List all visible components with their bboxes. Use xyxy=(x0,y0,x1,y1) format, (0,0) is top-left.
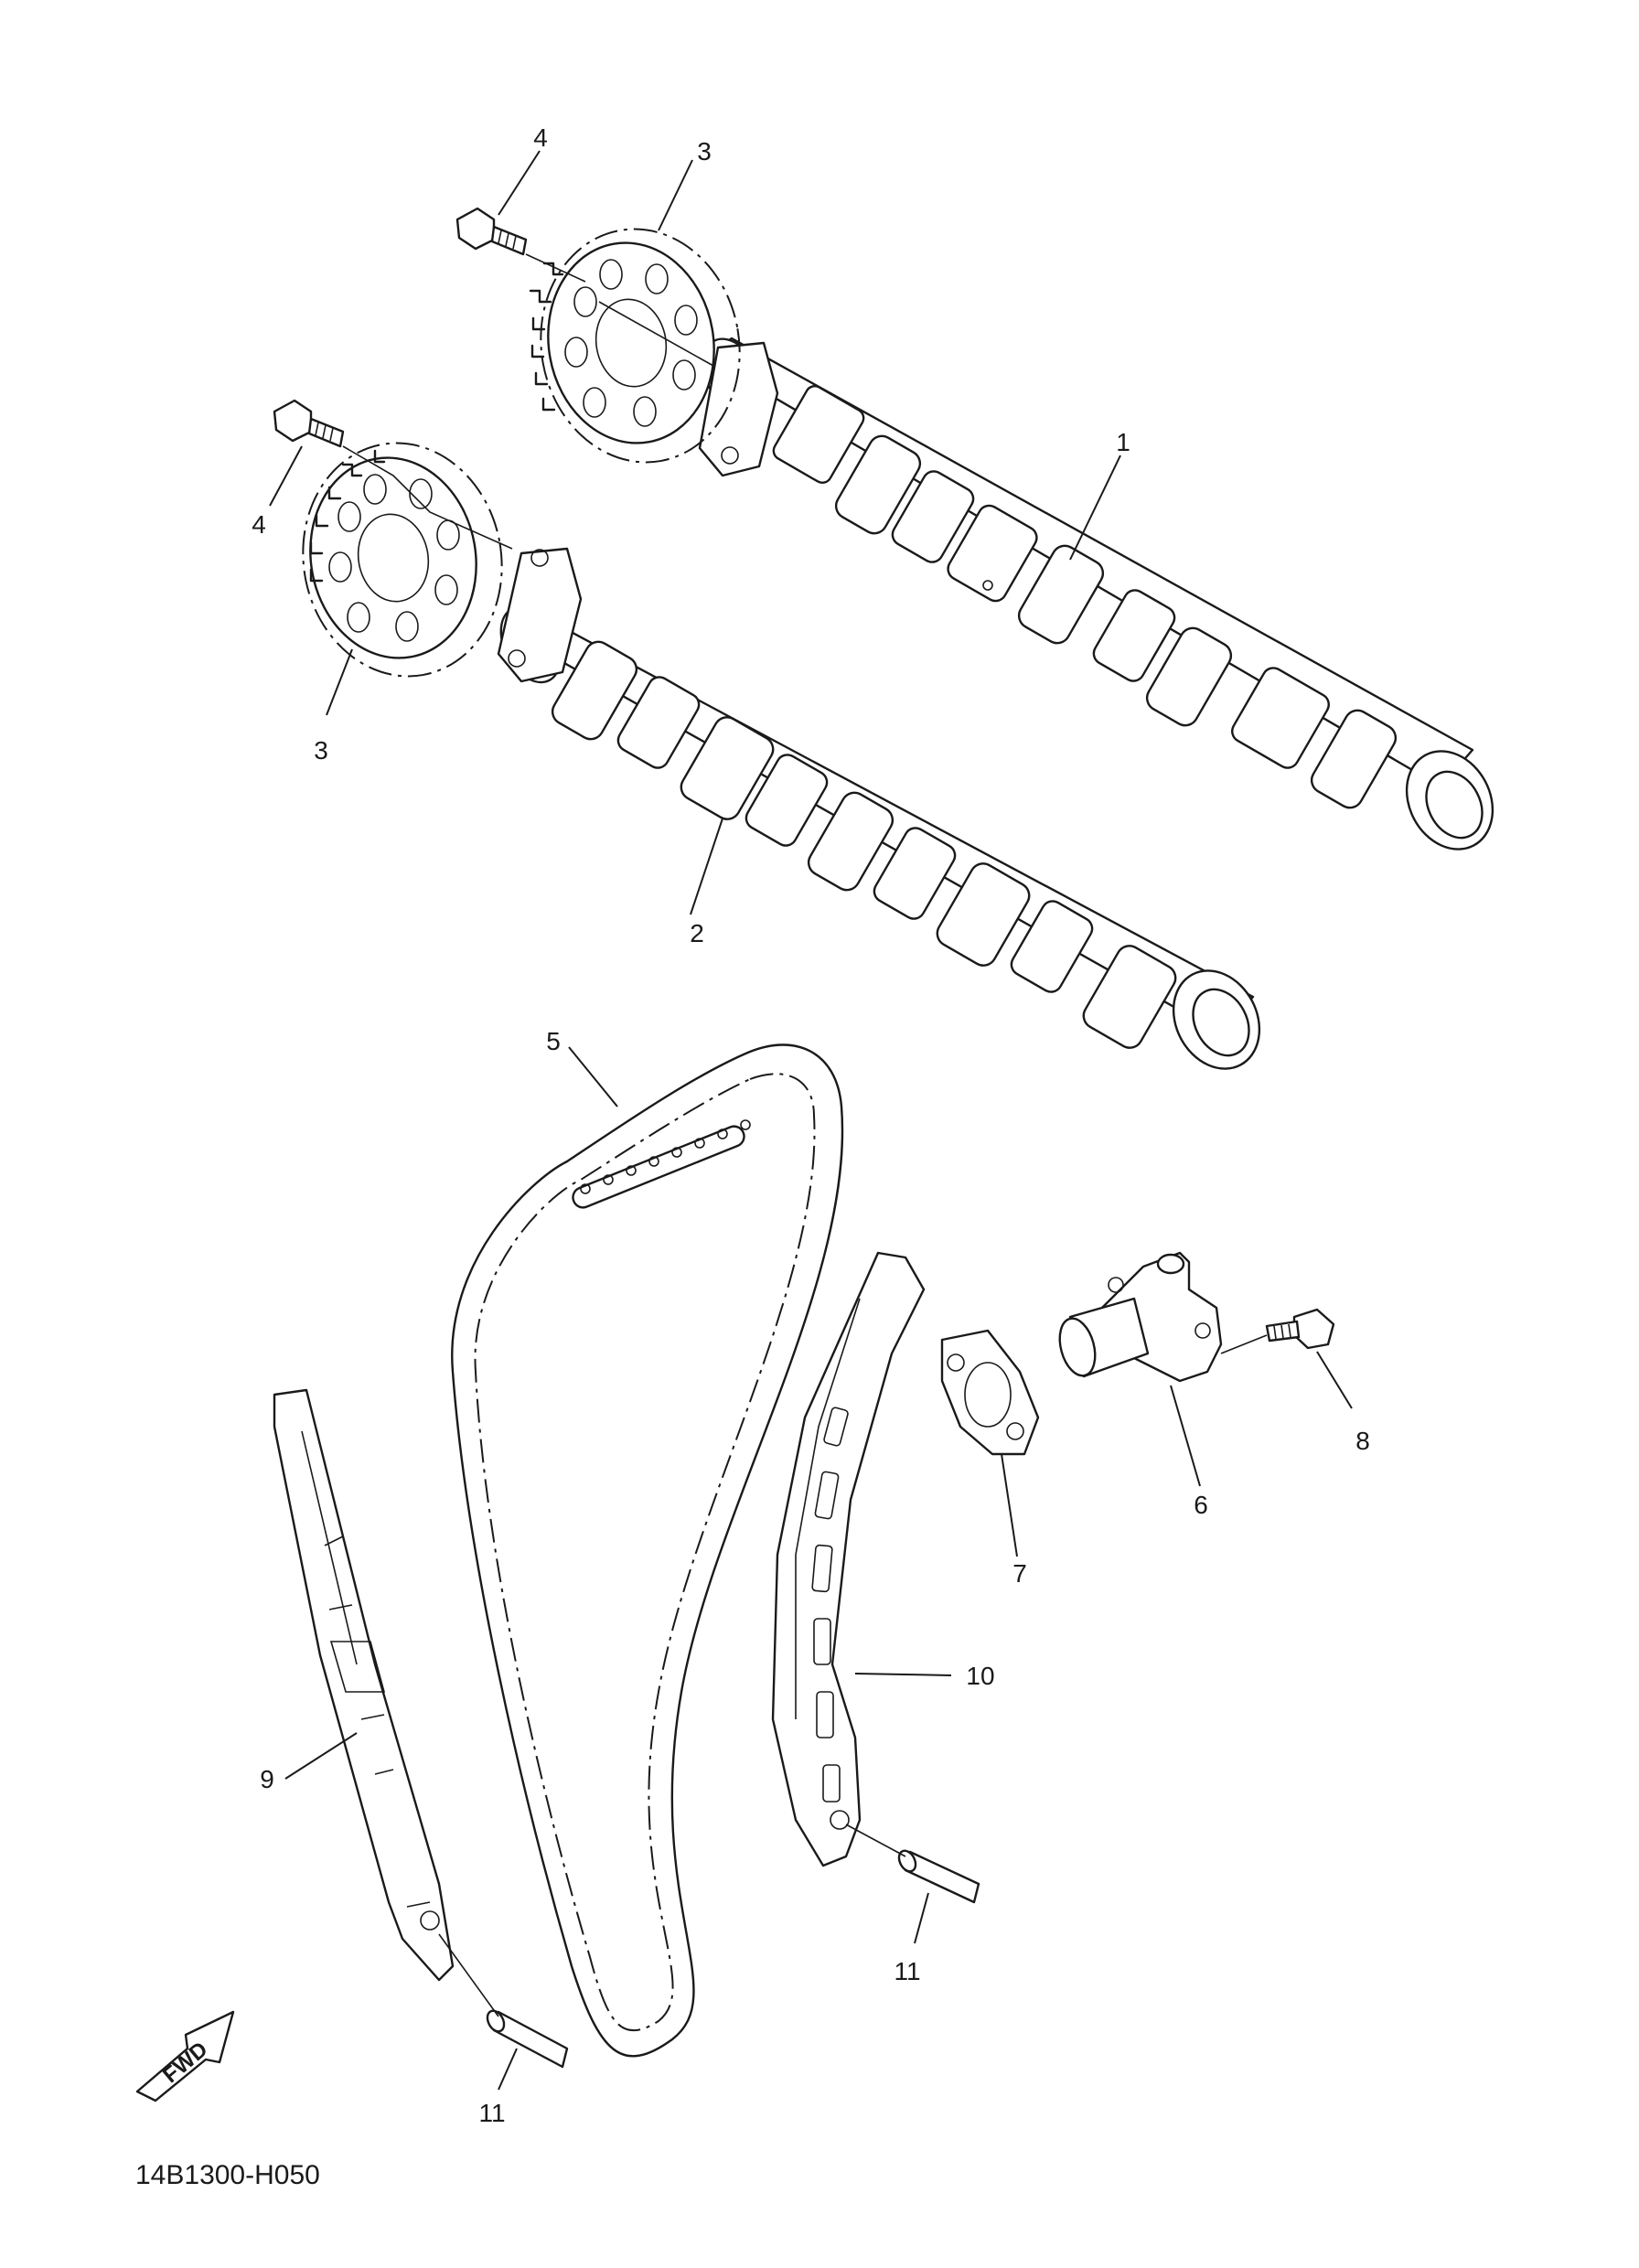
bolt-upper xyxy=(455,207,528,256)
callout-8: 8 xyxy=(1355,1427,1370,1455)
chain-tensioner-shoe xyxy=(771,1251,926,1867)
callout-labels: 1 2 3 3 4 4 5 6 7 8 9 10 11 11 xyxy=(252,123,1370,2127)
callout-11-right: 11 xyxy=(894,1957,920,1985)
pin-upper xyxy=(845,1824,980,1904)
callout-5: 5 xyxy=(546,1027,561,1055)
tensioner-gasket xyxy=(940,1329,1040,1456)
cam-sprocket-lower xyxy=(302,442,503,678)
cam-chain-tensioner xyxy=(1058,1251,1223,1383)
fwd-arrow-icon: FWD xyxy=(135,2010,235,2102)
assembly-centerlines xyxy=(342,253,714,550)
diagram-code: 14B1300-H050 xyxy=(135,2160,320,2190)
callout-10: 10 xyxy=(966,1662,994,1690)
callout-6: 6 xyxy=(1194,1491,1208,1519)
callout-9: 9 xyxy=(260,1765,274,1793)
callout-2: 2 xyxy=(690,919,704,947)
callout-4-lower: 4 xyxy=(252,510,266,539)
camshaft-upper xyxy=(698,337,1494,850)
callout-1: 1 xyxy=(1116,428,1130,456)
pin-lower xyxy=(438,1933,569,2069)
callout-3-upper: 3 xyxy=(697,137,712,166)
cam-sprocket-upper xyxy=(529,228,741,464)
tensioner-bolt xyxy=(1220,1308,1335,1354)
chain-guide-fixed xyxy=(273,1388,455,1982)
callout-leaders xyxy=(269,150,1353,2091)
callout-7: 7 xyxy=(1012,1559,1027,1588)
camshaft-lower xyxy=(497,547,1261,1070)
timing-chain xyxy=(451,1043,844,2058)
callout-11-left: 11 xyxy=(478,2099,505,2127)
callout-4-upper: 4 xyxy=(533,123,548,152)
callout-3-lower: 3 xyxy=(314,736,328,765)
bolt-lower xyxy=(273,399,345,448)
